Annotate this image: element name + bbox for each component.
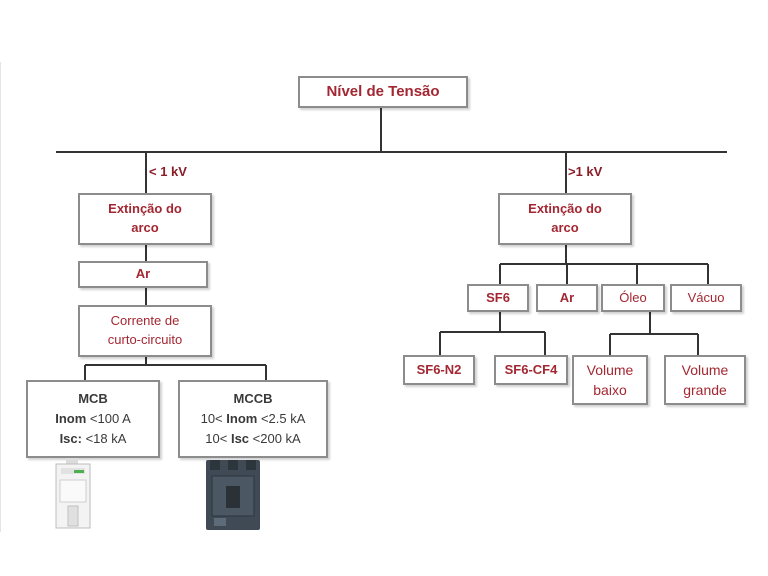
mcb-isc-key: Isc: <box>59 431 82 447</box>
mcb-node: MCB Inom <100 A Isc: <18 kA <box>26 380 160 458</box>
root-node: Nível de Tensão <box>298 76 468 108</box>
mcb-inom-key: Inom <box>55 410 87 426</box>
mccb-title: MCCB <box>233 390 273 406</box>
mccb-breaker-image <box>206 460 260 530</box>
mccb-isc-prefix: 10< <box>205 431 231 447</box>
low-voltage-label: < 1 kV <box>149 164 187 179</box>
mccb-node: MCCB 10< Inom <2.5 kA 10< Isc <200 kA <box>178 380 328 458</box>
sf6-cf4-node: SF6-CF4 <box>494 355 568 385</box>
sf6-cf4-label: SF6-CF4 <box>504 361 558 377</box>
low-medium-node: Ar <box>78 261 208 288</box>
mcb-title: MCB <box>78 390 108 406</box>
medium-sf6-label: SF6 <box>486 289 510 305</box>
mccb-inom-value: <2.5 kA <box>257 410 306 426</box>
mcb-inom-value: <100 A <box>86 410 131 426</box>
low-extinction-line2: arco <box>131 220 159 235</box>
volume-low-line1: Volume <box>586 361 634 378</box>
current-line2: curto-circuito <box>107 332 183 347</box>
page-edge-line <box>0 62 1 532</box>
mccb-inom-prefix: 10< <box>200 410 227 426</box>
sf6-n2-label: SF6-N2 <box>416 361 462 377</box>
volume-low-line2: baixo <box>593 382 627 398</box>
sf6-n2-node: SF6-N2 <box>403 355 475 385</box>
medium-sf6-node: SF6 <box>467 284 529 312</box>
medium-vacuum-node: Vácuo <box>670 284 742 312</box>
high-extinction-node: Extinção do arco <box>498 193 632 245</box>
mccb-isc-value: <200 kA <box>249 431 301 447</box>
medium-air-label: Ar <box>559 289 575 305</box>
mccb-inom-key: Inom <box>226 410 258 426</box>
root-label: Nível de Tensão <box>326 83 440 101</box>
mcb-breaker-image <box>55 458 91 529</box>
high-extinction-line2: arco <box>551 220 579 235</box>
high-voltage-label: >1 kV <box>568 164 603 179</box>
mccb-isc-key: Isc <box>230 431 250 447</box>
volume-low-node: Volume baixo <box>572 355 648 405</box>
low-extinction-node: Extinção do arco <box>78 193 212 245</box>
volume-high-node: Volume grande <box>664 355 746 405</box>
low-medium-label: Ar <box>135 266 151 282</box>
short-circuit-current-node: Corrente de curto-circuito <box>78 305 212 357</box>
medium-oil-label: Óleo <box>619 289 647 305</box>
mcb-isc-value: <18 kA <box>81 431 127 447</box>
medium-vacuum-label: Vácuo <box>687 289 725 305</box>
medium-oil-node: Óleo <box>601 284 665 312</box>
volume-high-line2: grande <box>683 382 727 398</box>
medium-air-node: Ar <box>536 284 598 312</box>
current-line1: Corrente de <box>110 313 180 329</box>
volume-high-line1: Volume <box>681 361 729 378</box>
low-extinction-line1: Extinção do <box>108 201 182 217</box>
high-extinction-line1: Extinção do <box>528 201 602 217</box>
